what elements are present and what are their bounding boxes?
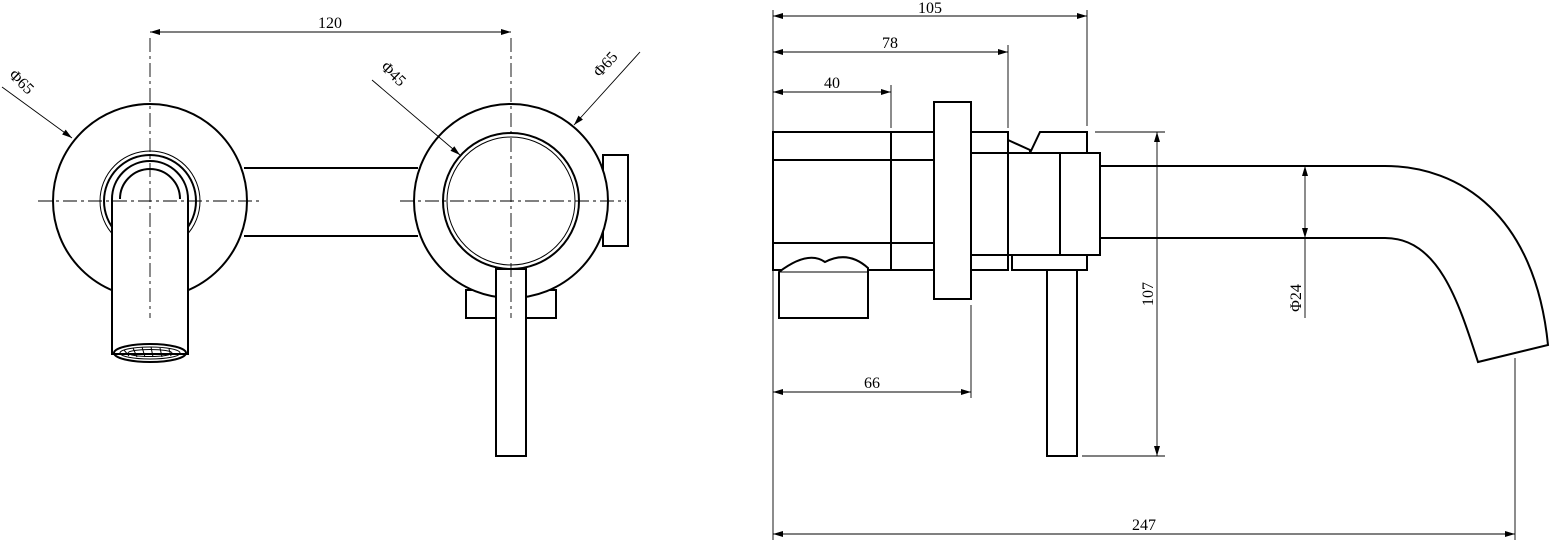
front-connecting-arm xyxy=(244,167,418,237)
dim-side-total-depth-label: 105 xyxy=(918,0,942,17)
dim-front-body-dia-label: Φ45 xyxy=(377,59,409,90)
dim-side-total-depth: 105 xyxy=(773,0,1087,19)
dim-side-depth-66-label: 66 xyxy=(864,375,880,392)
dim-front-center-distance: 120 xyxy=(150,15,511,35)
dim-front-center-distance-label: 120 xyxy=(318,15,342,32)
dim-side-depth-66: 66 xyxy=(773,375,971,395)
front-left-centerlines xyxy=(38,38,262,318)
front-right-centerlines xyxy=(400,38,626,318)
dim-side-depth-40: 40 xyxy=(773,75,891,95)
dim-front-left-plate-dia: Φ65 xyxy=(1,67,73,139)
dim-spout-dia-label: Φ24 xyxy=(1288,284,1305,312)
dim-front-right-plate-dia: Φ65 xyxy=(573,49,641,126)
dim-side-depth-40-label: 40 xyxy=(824,75,840,92)
side-mounting-plate xyxy=(933,101,972,300)
dim-overall-projection: 247 xyxy=(773,517,1515,537)
dim-spout-dia: Φ24 xyxy=(1288,166,1308,318)
side-valve-housing xyxy=(970,131,1101,457)
dim-front-right-plate-dia-label: Φ65 xyxy=(590,49,621,81)
dim-side-height-label: 107 xyxy=(1140,282,1157,306)
dim-front-left-plate-dia-label: Φ65 xyxy=(5,67,37,98)
dim-side-depth-78-label: 78 xyxy=(882,35,898,52)
dim-side-height: 107 xyxy=(1140,132,1160,456)
dim-side-depth-78: 78 xyxy=(773,35,1008,55)
side-spout xyxy=(1099,165,1550,364)
side-extension-lines xyxy=(772,10,1516,540)
dim-overall-projection-label: 247 xyxy=(1132,517,1156,534)
front-right-plate xyxy=(413,103,629,457)
side-view: 105 78 40 66 107 Φ24 xyxy=(772,0,1550,540)
side-wall-box xyxy=(772,131,935,319)
front-view: 120 Φ65 Φ45 Φ65 xyxy=(1,15,641,457)
